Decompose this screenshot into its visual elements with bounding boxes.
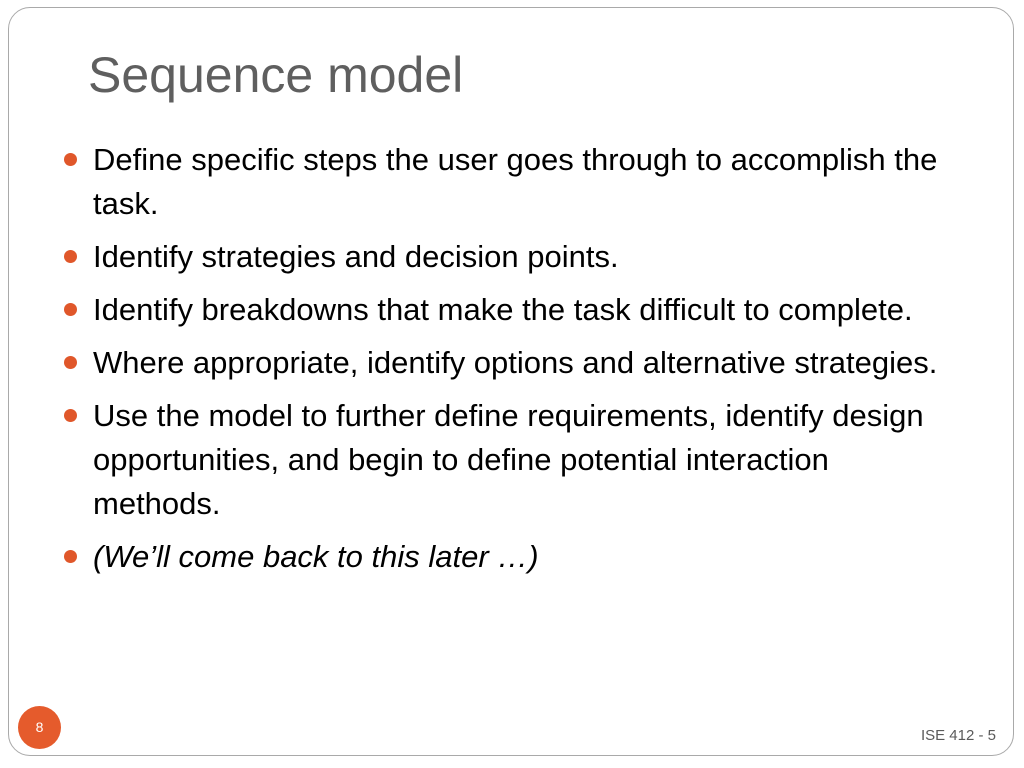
slide-title: Sequence model bbox=[88, 47, 464, 103]
page-number-badge: 8 bbox=[18, 706, 61, 749]
bullet-text: Identify strategies and decision points. bbox=[93, 239, 619, 274]
bullet-item: Where appropriate, identify options and … bbox=[62, 341, 952, 385]
bullet-list: Define specific steps the user goes thro… bbox=[62, 138, 952, 588]
bullet-dot-icon bbox=[64, 250, 77, 263]
bullet-text: Identify breakdowns that make the task d… bbox=[93, 292, 913, 327]
footer-text: ISE 412 - 5 bbox=[920, 727, 996, 744]
bullet-dot-icon bbox=[64, 153, 77, 166]
bullet-item: Identify strategies and decision points. bbox=[62, 235, 952, 279]
bullet-item: Use the model to further define requirem… bbox=[62, 394, 952, 526]
bullet-item: Identify breakdowns that make the task d… bbox=[62, 288, 952, 332]
bullet-dot-icon bbox=[64, 550, 77, 563]
bullet-item: Define specific steps the user goes thro… bbox=[62, 138, 952, 226]
slide-frame bbox=[8, 7, 1014, 756]
bullet-text: (We’ll come back to this later …) bbox=[93, 539, 539, 574]
bullet-text: Where appropriate, identify options and … bbox=[93, 345, 938, 380]
bullet-text: Use the model to further define requirem… bbox=[93, 398, 924, 521]
bullet-dot-icon bbox=[64, 303, 77, 316]
bullet-text: Define specific steps the user goes thro… bbox=[93, 142, 938, 221]
bullet-dot-icon bbox=[64, 409, 77, 422]
bullet-dot-icon bbox=[64, 356, 77, 369]
bullet-item: (We’ll come back to this later …) bbox=[62, 535, 952, 579]
